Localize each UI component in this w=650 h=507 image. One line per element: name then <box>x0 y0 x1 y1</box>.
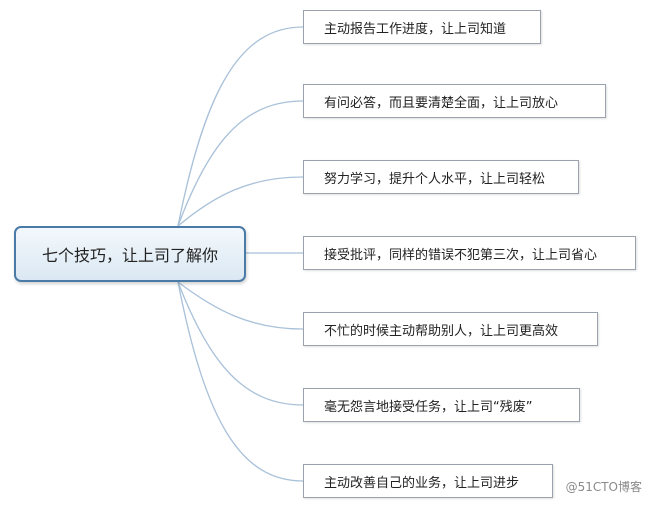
connector-7 <box>177 281 304 482</box>
watermark: @51CTO博客 <box>565 480 642 494</box>
subtopic-help-others[interactable]: 不忙的时候主动帮助别人，让上司更高效 <box>303 312 598 346</box>
connector-5 <box>177 281 304 330</box>
connector-3 <box>177 176 304 227</box>
central-topic-label: 七个技巧，让上司了解你 <box>41 246 218 265</box>
subtopic-answer-questions[interactable]: 有问必答，而且要清楚全面，让上司放心 <box>303 84 606 118</box>
subtopic-study-hard[interactable]: 努力学习，提升个人水平，让上司轻松 <box>303 160 579 194</box>
connector-2 <box>177 100 304 227</box>
subtopic-label: 主动报告工作进度，让上司知道 <box>324 21 507 37</box>
subtopic-label: 主动改善自己的业务，让上司进步 <box>324 475 520 491</box>
subtopic-accept-tasks[interactable]: 毫无怨言地接受任务，让上司“残废” <box>303 388 580 422</box>
subtopic-label: 毫无怨言地接受任务，让上司“残废” <box>324 399 533 415</box>
subtopic-accept-criticism[interactable]: 接受批评，同样的错误不犯第三次，让上司省心 <box>303 236 636 270</box>
subtopic-label: 努力学习，提升个人水平，让上司轻松 <box>324 171 546 187</box>
subtopic-label: 不忙的时候主动帮助别人，让上司更高效 <box>324 323 559 339</box>
connector-1 <box>177 26 304 227</box>
central-topic[interactable]: 七个技巧，让上司了解你 <box>14 226 246 282</box>
subtopic-label: 有问必答，而且要清楚全面，让上司放心 <box>324 95 559 111</box>
subtopic-improve-work[interactable]: 主动改善自己的业务，让上司进步 <box>303 464 553 498</box>
subtopic-report-progress[interactable]: 主动报告工作进度，让上司知道 <box>303 10 541 44</box>
connector-6 <box>177 281 304 406</box>
subtopic-label: 接受批评，同样的错误不犯第三次，让上司省心 <box>324 247 598 263</box>
